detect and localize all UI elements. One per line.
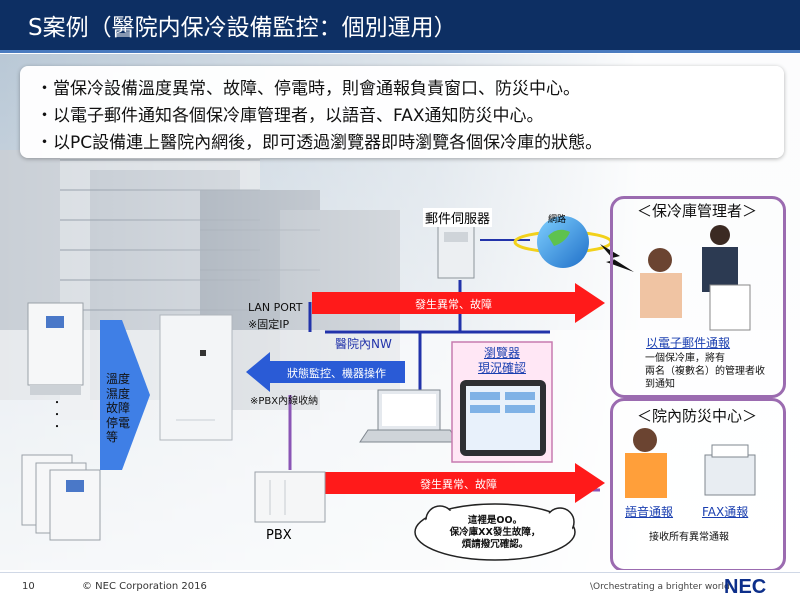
managers-panel-desc: 一個保冷庫，將有 兩名（複數名）的管理者收 到通知 <box>645 352 765 391</box>
summary-box: ・當保冷設備溫度異常、故障、停電時，則會通報負責窗口、防災中心。 ・以電子郵件通… <box>20 66 784 158</box>
browser-caption-line: 現況確認 <box>477 361 526 375</box>
desc-line: 到通知 <box>645 379 675 390</box>
condition-item: 停電 <box>106 415 131 430</box>
managers-panel <box>610 196 786 398</box>
pbx-label: PBX <box>266 528 292 543</box>
lightning-icon <box>600 244 634 272</box>
status-arrow-label: 狀態監控、機器操作 <box>287 367 386 380</box>
voice-message-bubble <box>414 503 576 561</box>
status-arrow <box>246 352 405 392</box>
header-divider <box>0 50 800 53</box>
header-bar: S案例（醫院内保冷設備監控：個別運用） <box>0 0 800 50</box>
email-notify-link[interactable]: 以電子郵件通報 <box>646 336 731 350</box>
desc-line: 兩名（複數名）的管理者收 <box>645 366 765 377</box>
bullet-line: ・以PC設備連上醫院內網後，即可透過瀏覽器即時瀏覽各個保冷庫的狀態。 <box>36 133 603 153</box>
browser-caption: 瀏覽器 現況確認 <box>452 346 552 376</box>
refrigerator-units <box>21 302 101 541</box>
pbx-note: ※PBX內線收納 <box>250 396 319 407</box>
bullet-line: ・當保冷設備溫度異常、故障、停電時，則會通報負責窗口、防災中心。 <box>36 79 580 99</box>
page-number: 10 <box>22 581 35 592</box>
disaster-panel-title: ＜院內防災中心＞ <box>636 407 757 425</box>
conditions-list: 溫度 濕度 故障 停電 等 <box>106 372 130 445</box>
managers-illustration <box>640 225 751 331</box>
voice-notify-link[interactable]: 語音通報 <box>625 505 674 519</box>
mail-server-label: 郵件伺服器 <box>423 208 493 227</box>
bubble-line: 煩請撥冗確認。 <box>461 539 529 550</box>
bullet-line: ・以電子郵件通知各個保冷庫管理者，以語音、FAX通知防災中心。 <box>36 106 544 126</box>
network-label: 網路 <box>548 215 567 225</box>
browser-tablet <box>451 341 553 463</box>
laptop <box>359 389 459 443</box>
fixed-ip-note: ※固定IP <box>248 318 290 331</box>
condition-item: 溫度 <box>106 372 131 386</box>
disaster-center-panel <box>610 398 786 570</box>
desc-line: 一個保冷庫，將有 <box>645 353 725 364</box>
lan-port-label: LAN PORT <box>248 301 303 314</box>
alert-arrow-bottom <box>325 463 605 503</box>
voice-message-text: 這裡是OO。 保冷庫XX發生故障， 煩請撥冗確認。 <box>425 515 565 551</box>
managers-panel-title: ＜保冷庫管理者＞ <box>636 202 757 220</box>
conditions-arrow <box>100 320 150 470</box>
pbx-device <box>254 471 326 523</box>
alert-arrow-top <box>312 283 605 323</box>
copyright: © NEC Corporation 2016 <box>82 581 207 592</box>
disaster-panel-desc: 接收所有異常通報 <box>649 532 729 543</box>
bubble-line: 保冷庫XX發生故障， <box>449 527 541 538</box>
monitoring-controller <box>159 314 233 441</box>
nec-logo: NEC <box>724 576 767 598</box>
tagline: \Orchestrating a brighter world <box>590 582 730 592</box>
disaster-center-illustration <box>625 428 756 498</box>
mail-server <box>437 225 475 279</box>
page-title: S案例（醫院内保冷設備監控：個別運用） <box>28 15 457 41</box>
condition-item: 濕度 <box>106 386 131 401</box>
bubble-line: 這裡是OO。 <box>467 515 523 526</box>
fax-notify-link[interactable]: FAX通報 <box>702 505 749 519</box>
hospital-nw-label: 醫院內NW <box>335 337 392 351</box>
footer: 10 © NEC Corporation 2016 \Orchestrating… <box>0 572 800 601</box>
alert-arrow-label-top: 發生異常、故障 <box>415 298 492 311</box>
condition-item: 等 <box>106 430 119 444</box>
browser-caption-line: 瀏覽器 <box>483 346 520 360</box>
more-units-dots: ・ ・ ・ <box>52 398 62 433</box>
condition-item: 故障 <box>106 401 131 415</box>
alert-arrow-label-bottom: 發生異常、故障 <box>420 478 497 491</box>
internet-globe-icon <box>513 216 613 268</box>
